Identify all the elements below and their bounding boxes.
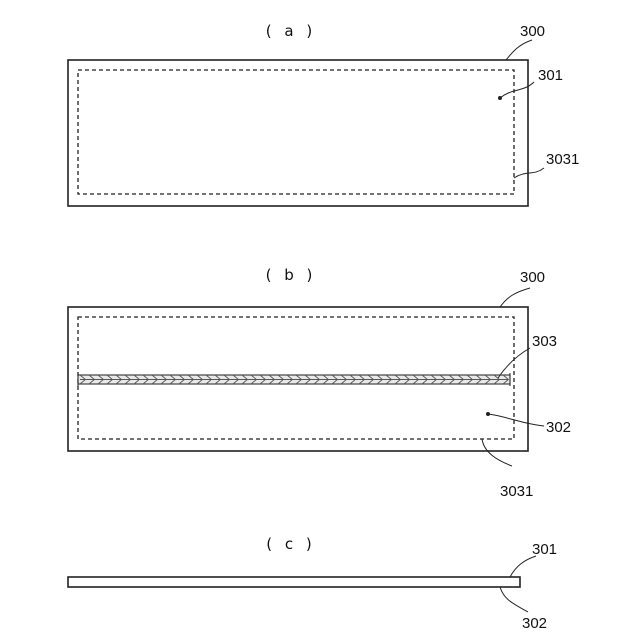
panel-b-caption: ( b ): [266, 266, 317, 284]
panel-a-label-301: 301: [538, 67, 563, 84]
panel-b: ( b ) 300 303 302 3031: [68, 266, 571, 500]
panel-c-label-301: 301: [532, 541, 557, 558]
panel-b-label-303: 303: [532, 333, 557, 350]
panel-a: ( a ) 300 301 3031: [68, 22, 579, 206]
panel-c-caption: ( c ): [266, 535, 316, 553]
panel-c-label-302: 302: [522, 615, 547, 632]
panel-a-caption: ( a ): [266, 22, 316, 40]
panel-a-label-3031: 3031: [546, 151, 579, 168]
panel-b-seam: [78, 373, 510, 386]
panel-b-label-302: 302: [546, 419, 571, 436]
panel-c-leader-302: [500, 587, 528, 612]
panel-a-leader-300: [506, 40, 532, 60]
panel-b-label-300: 300: [520, 269, 545, 286]
panel-c-side-profile: [68, 577, 520, 587]
panel-a-label-300: 300: [520, 23, 545, 40]
panel-a-outer-sheet: [68, 60, 528, 206]
panel-b-label-3031: 3031: [500, 483, 533, 500]
panel-c-leader-301: [510, 556, 536, 577]
panel-c: ( c ) 301 302: [68, 535, 557, 632]
panel-b-leader-300: [500, 288, 530, 307]
